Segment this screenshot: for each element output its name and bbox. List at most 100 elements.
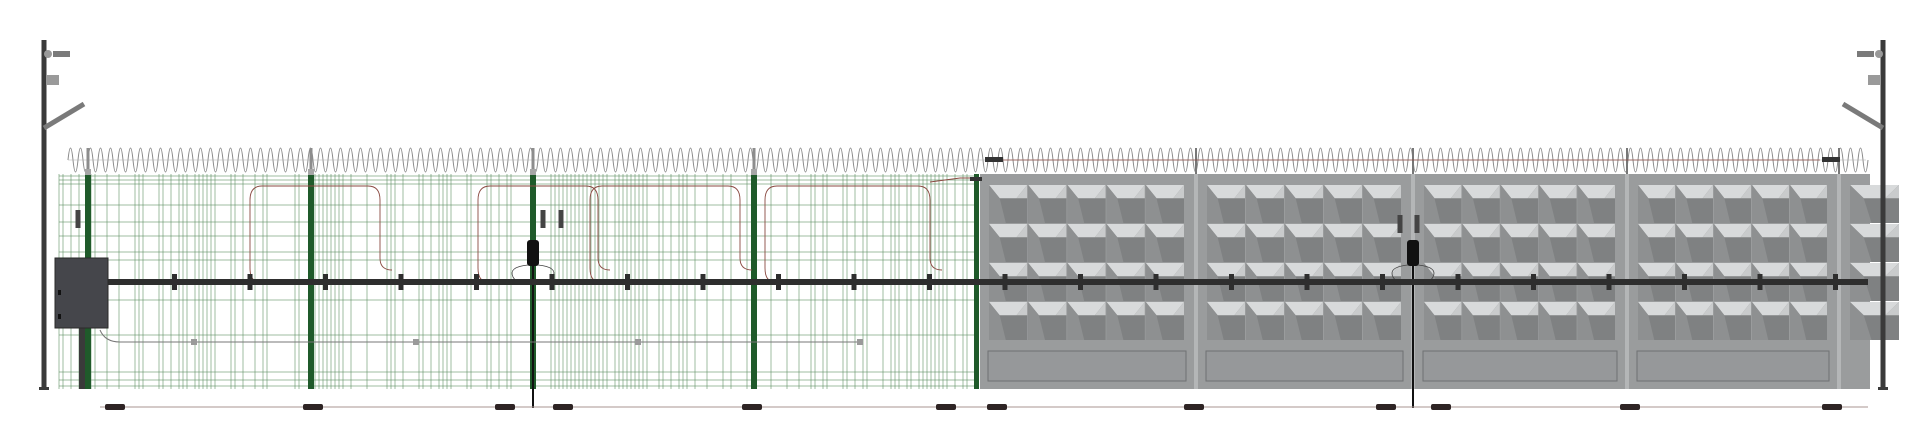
pyramid-top-face [1714,263,1751,277]
camera-icon [53,51,70,57]
pyramid-right-face [1055,263,1067,277]
pyramid-right-face [1094,185,1106,199]
post-extension [86,148,90,174]
pyramid-top-face [1424,302,1462,316]
pyramid-top-face [1850,185,1899,199]
pyramid-top-face [1363,224,1401,238]
pyramid-top-face [1324,224,1362,238]
lower-wire-clamp [413,339,419,345]
pyramid-top-face [1577,185,1615,199]
pyramid-left-face [1424,224,1441,262]
pyramid-top-face [1462,263,1500,277]
pyramid-left-face [1246,302,1263,340]
lower-wire-clamp [191,339,197,345]
pyramid-left-face [1363,185,1380,223]
pyramid-top-face [1500,224,1539,238]
ground-sensor [553,404,573,410]
ground-sensor [1620,404,1640,410]
pyramid-top-face [1500,302,1539,316]
pyramid-left-face [1324,302,1341,340]
panel-bottom-band [1205,350,1404,382]
control-cabinet [54,257,109,329]
pyramid-right-face [1312,224,1323,238]
pyramid-right-face [1778,224,1789,238]
pyramid-top-face [1462,185,1500,199]
pyramid-left-face [1714,224,1731,262]
pyramid-right-face [1094,224,1106,238]
ground-sensor [1822,404,1842,410]
pyramid-right-face [1173,263,1184,277]
pyramid-right-face [1016,224,1028,238]
cable-clamp [700,274,706,290]
pole-base [39,387,49,390]
pyramid-top-face [1363,263,1401,277]
pyramid-left-face [1106,224,1124,262]
post-cap [530,169,536,175]
main-cable [54,257,1868,329]
pyramid-top-face [1676,224,1713,238]
pyramid-right-face [1489,185,1500,199]
pyramid-top-face [1539,263,1577,277]
pyramid-left-face [1539,224,1556,262]
pyramid-right-face [1778,263,1789,277]
pyramid-right-face [1273,302,1284,316]
post-extension [309,148,313,174]
pyramid-right-face [1134,302,1145,316]
ground-sensor [303,404,323,410]
cable-clamp [1757,274,1763,290]
ground-sensor [1431,404,1451,410]
concrete-post-extension [1626,148,1628,174]
cable-clamp [398,274,404,290]
pyramid-right-face [1094,263,1106,277]
cable-clamp [1682,274,1687,290]
pyramid-right-face [1664,263,1675,277]
pyramid-right-face [1702,302,1713,316]
cable-clamp [247,274,253,290]
pyramid-top-face [1324,263,1362,277]
pyramid-right-face [1740,224,1751,238]
pyramid-right-face [1702,224,1713,238]
pyramid-right-face [1390,224,1401,238]
pyramid-top-face [1285,302,1323,316]
pyramid-right-face [1816,224,1827,238]
pyramid-top-face [1638,263,1675,277]
pyramid-right-face [1566,185,1577,199]
pyramid-right-face [1016,302,1028,316]
pyramid-top-face [1714,185,1751,199]
pyramid-left-face [1145,302,1163,340]
pyramid-right-face [1351,302,1362,316]
pyramid-top-face [1207,263,1245,277]
pyramid-left-face [1714,302,1731,340]
pyramid-left-face [1790,302,1807,340]
pyramid-right-face [1604,302,1615,316]
pyramid-left-face [1790,224,1807,262]
pyramid-right-face [1055,302,1067,316]
pyramid-top-face [1714,224,1751,238]
cabinet-hinge [58,290,61,295]
pyramid-left-face [1638,185,1655,223]
pyramid-left-face [1500,185,1518,223]
pyramid-right-face [1173,224,1184,238]
cable-clamp [1153,274,1159,290]
pyramid-right-face [1312,302,1323,316]
sensor-wire-loop [249,185,393,283]
pyramid-right-face [1816,263,1827,277]
pyramid-left-face [989,185,1006,223]
pyramid-right-face [1885,302,1899,316]
tension-sensor [558,210,564,228]
pyramid-top-face [1850,263,1899,277]
sensor-terminal [970,177,982,181]
ground-sensor [495,404,515,410]
pyramid-top-face [1462,224,1500,238]
pyramid-left-face [1676,302,1693,340]
pyramid-left-face [1462,224,1479,262]
pyramid-left-face [1676,224,1693,262]
pyramid-right-face [1273,224,1284,238]
pyramid-top-face [1539,224,1577,238]
pyramid-right-face [1527,224,1539,238]
pyramid-top-face [1246,263,1284,277]
ground-cable [100,404,1868,410]
concrete-post-extension [1195,148,1197,174]
pyramid-top-face [1752,302,1789,316]
